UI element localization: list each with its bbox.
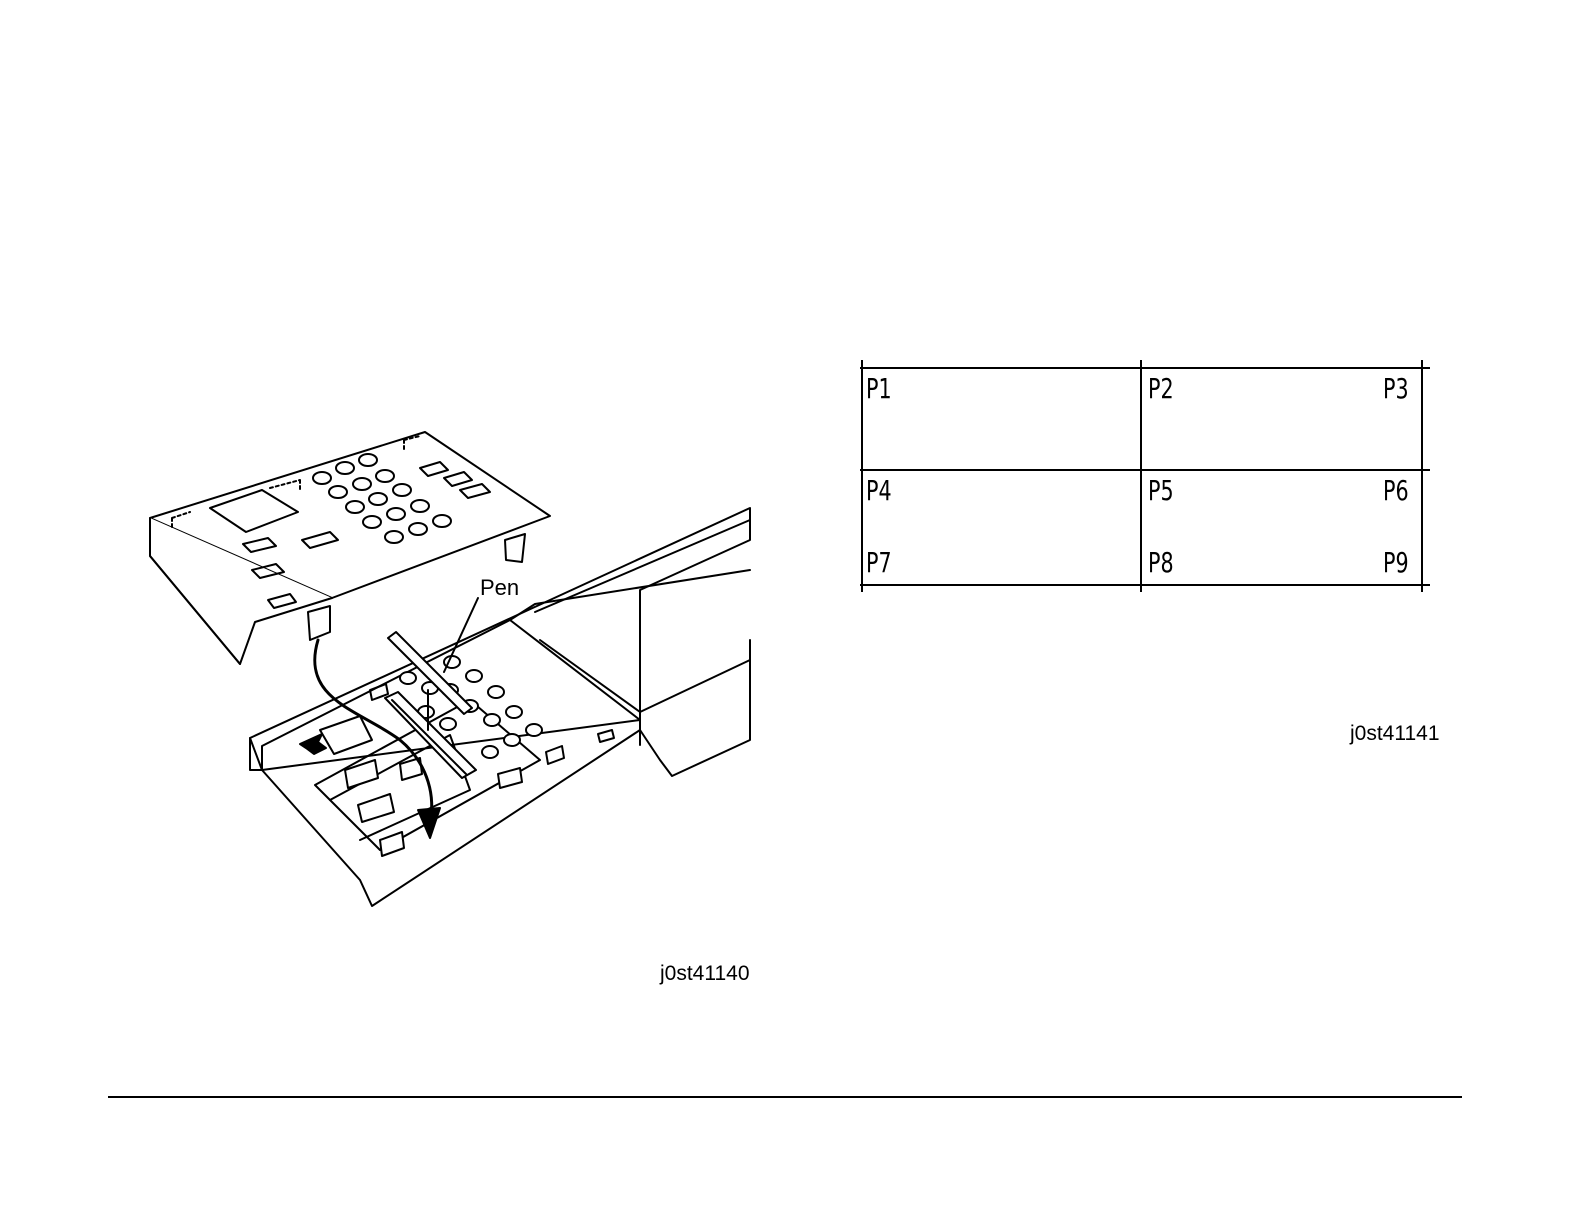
position-label-p6: P6 (1383, 474, 1409, 507)
figure-id-left: j0st41140 (660, 962, 750, 986)
position-label-p3: P3 (1383, 372, 1409, 405)
position-label-p4: P4 (866, 474, 892, 507)
position-label-p9: P9 (1383, 546, 1409, 579)
positions-grid-lines (860, 360, 1430, 592)
position-label-p7: P7 (866, 546, 892, 579)
position-label-p1: P1 (866, 372, 892, 405)
pen-callout-label: Pen (480, 575, 519, 601)
footer-rule (108, 1096, 1462, 1098)
position-label-p8: P8 (1148, 546, 1174, 579)
position-label-p2: P2 (1148, 372, 1174, 405)
control-panel-illustration (0, 0, 800, 940)
figure-id-right: j0st41141 (1350, 722, 1440, 746)
position-label-p5: P5 (1148, 474, 1174, 507)
positions-grid: P1 P2 P3 P4 P5 P6 P7 P8 P9 (860, 360, 1430, 592)
